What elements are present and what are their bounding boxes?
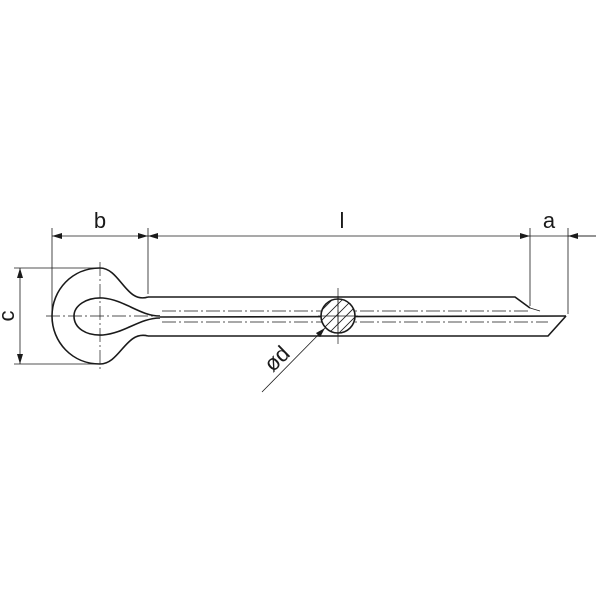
pin-short-leg-end (529, 307, 541, 312)
label-b: b (94, 208, 106, 233)
label-c: c (0, 311, 19, 322)
svg-text:ød: ød (259, 341, 295, 377)
cross-section (318, 288, 358, 344)
pin-split-line (159, 315, 567, 318)
label-l: l (340, 208, 345, 233)
pin-eye-inner (73, 297, 161, 336)
dim-leader-d (261, 327, 326, 393)
pin-shank-bottom (148, 315, 567, 337)
label-a: a (543, 208, 556, 233)
pin-shank-top (148, 296, 531, 309)
label-diameter-d: ød (259, 341, 295, 377)
